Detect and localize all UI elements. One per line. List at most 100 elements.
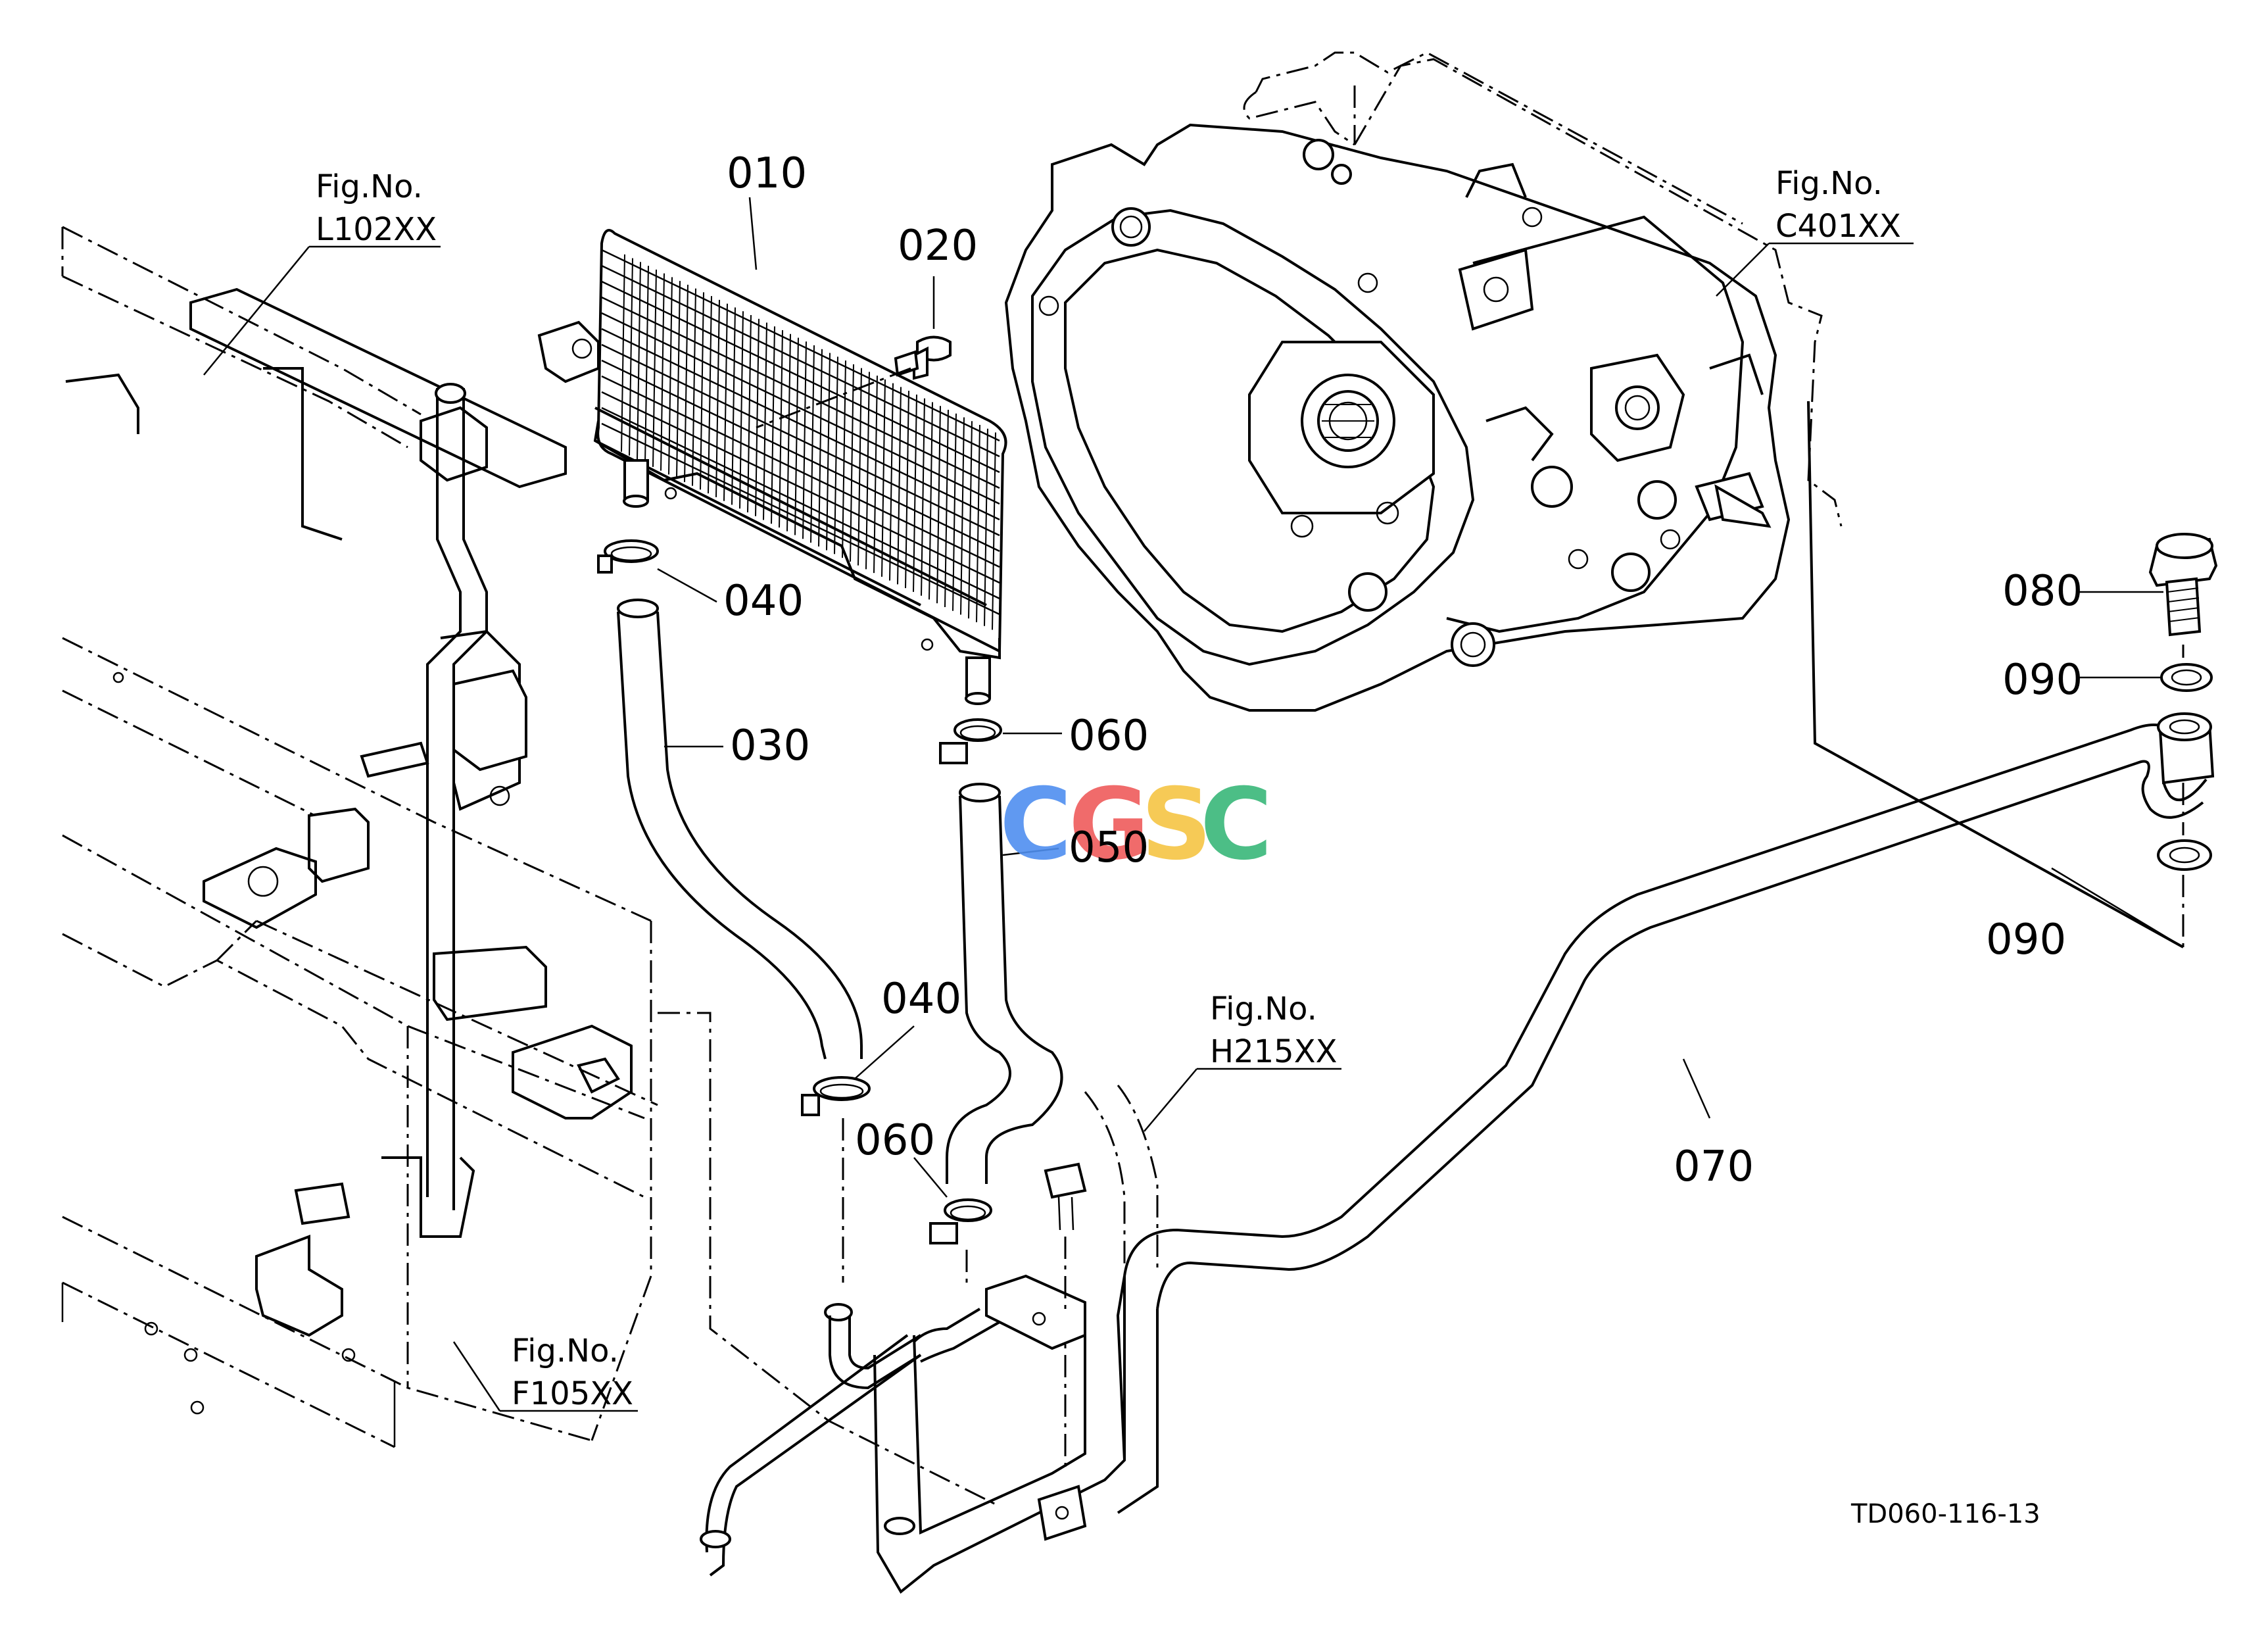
cooler-fin-row bbox=[601, 249, 1000, 442]
cooler-fin-line bbox=[960, 417, 965, 615]
part-label-040-bottom: 040 bbox=[881, 975, 961, 1023]
hose-050 bbox=[946, 783, 1063, 1184]
cooler-fin-row bbox=[601, 264, 1000, 458]
part-label-060-bottom: 060 bbox=[855, 1116, 935, 1165]
part-label-080: 080 bbox=[2002, 567, 2083, 616]
cooler-fin-row bbox=[601, 391, 1000, 584]
cooler-fin-line bbox=[952, 413, 957, 611]
cooler-fin-line bbox=[873, 376, 878, 574]
cooler-fin-line bbox=[921, 398, 925, 596]
banjo-fitting bbox=[2157, 712, 2215, 785]
hose-030 bbox=[617, 599, 863, 1060]
cooler-fin-line bbox=[676, 281, 681, 479]
cooler-fin-line bbox=[747, 314, 752, 512]
part-label-020: 020 bbox=[898, 222, 978, 270]
figure-references: Fig.No. L102XX Fig.No. C401XX Fig.No. H2… bbox=[316, 165, 1901, 1412]
cooler-fin-line bbox=[865, 372, 870, 570]
cooler-fin-line bbox=[621, 254, 625, 452]
watermark-letter-c1: C bbox=[1000, 768, 1072, 882]
leader-lines bbox=[203, 197, 2184, 1412]
watermark-letter-g: G bbox=[1069, 768, 1149, 882]
part-label-050: 050 bbox=[1069, 823, 1149, 872]
cooler-fin-line bbox=[826, 353, 831, 551]
drawing-code: TD060-116-13 bbox=[1850, 1499, 2040, 1529]
part-label-090-top: 090 bbox=[2002, 656, 2083, 704]
cooler-fin-line bbox=[889, 383, 894, 581]
part-label-070: 070 bbox=[1674, 1143, 1754, 1191]
cooler-fin-row bbox=[601, 343, 1000, 537]
part-label-040-top: 040 bbox=[723, 577, 804, 626]
cooler-fin-line bbox=[644, 266, 649, 464]
cooler-fin-line bbox=[881, 379, 886, 577]
cooler-fin-line bbox=[700, 292, 704, 490]
cooler-fin-line bbox=[944, 409, 949, 607]
part-label-010: 010 bbox=[727, 149, 807, 198]
clamp-060-bottom bbox=[929, 1198, 992, 1244]
cooler-fin-line bbox=[905, 391, 909, 589]
banjo-bolt-080 bbox=[2148, 533, 2218, 637]
cooler-fin-line bbox=[810, 345, 815, 543]
cooler-fin-line bbox=[834, 356, 838, 554]
cooler-fin-line bbox=[929, 402, 933, 600]
clamp-060-top bbox=[939, 718, 1002, 764]
cooler-fin-row bbox=[601, 312, 1000, 505]
fig-ref-h215-label: Fig.No. bbox=[1210, 991, 1317, 1027]
watermark-letter-c2: C bbox=[1200, 768, 1272, 882]
cooler-fin-row bbox=[601, 359, 1000, 553]
cooler-fin-line bbox=[715, 299, 720, 497]
cooler-fin-row bbox=[601, 406, 1000, 600]
fig-ref-c401-label: Fig.No. bbox=[1775, 165, 1883, 202]
fig-ref-h215-code: H215XX bbox=[1210, 1033, 1337, 1070]
pipe-070 bbox=[1117, 724, 2208, 1514]
cooler-fin-line bbox=[992, 432, 996, 630]
cooler-fin-row bbox=[601, 280, 1000, 474]
oil-cooler bbox=[593, 229, 1007, 705]
cooler-fin-line bbox=[779, 330, 783, 528]
lower-pipes bbox=[700, 1085, 1159, 1594]
cooler-fin-line bbox=[637, 262, 641, 460]
cooler-fin-line bbox=[723, 303, 728, 501]
cooler-fin-line bbox=[660, 273, 665, 471]
cooler-fin-line bbox=[692, 288, 696, 486]
cooler-fin-row bbox=[601, 422, 1000, 616]
cooler-fin-line bbox=[652, 269, 657, 467]
cooler-fin-line bbox=[755, 318, 760, 516]
cooler-fin-row bbox=[601, 328, 1000, 521]
cooler-fin-row bbox=[601, 375, 1000, 568]
part-label-090-bottom: 090 bbox=[1986, 916, 2066, 964]
cooler-fin-line bbox=[731, 307, 736, 505]
watermark: C G S C bbox=[1000, 768, 1272, 882]
clamp-040-top bbox=[597, 539, 659, 574]
cooler-fin-line bbox=[739, 311, 744, 509]
cooler-fin-line bbox=[850, 364, 854, 562]
part-label-060-top: 060 bbox=[1069, 712, 1149, 760]
cooler-fin-line bbox=[668, 277, 673, 475]
fig-ref-l102-code: L102XX bbox=[316, 211, 437, 248]
cooler-fin-line bbox=[968, 421, 973, 619]
washer-090-bottom bbox=[2157, 839, 2212, 871]
cooler-fin-line bbox=[771, 326, 775, 524]
cooler-fin-line bbox=[786, 333, 791, 531]
cooler-fin-line bbox=[976, 424, 980, 623]
bolt-020 bbox=[894, 335, 952, 380]
washer-090-top bbox=[2160, 663, 2213, 692]
fig-ref-f105-code: F105XX bbox=[512, 1375, 633, 1412]
cooler-fin-line bbox=[794, 337, 799, 535]
cooler-fin-line bbox=[818, 349, 823, 547]
fig-ref-l102-label: Fig.No. bbox=[316, 168, 423, 205]
cooler-fin-line bbox=[857, 368, 862, 566]
frame-assembly bbox=[61, 226, 658, 1448]
clamp-040-bottom bbox=[801, 1076, 871, 1116]
fig-ref-f105-label: Fig.No. bbox=[512, 1333, 619, 1369]
cooler-fin-line bbox=[802, 341, 807, 539]
cooler-fin-line bbox=[708, 296, 712, 494]
transmission-housing bbox=[1004, 51, 1843, 712]
cooler-fin-line bbox=[936, 406, 941, 604]
cooler-fin-line bbox=[684, 284, 688, 482]
cooler-fin-line bbox=[984, 428, 988, 626]
cooler-fin-line bbox=[763, 322, 767, 520]
fig-ref-c401-code: C401XX bbox=[1775, 208, 1901, 245]
cooler-fin-row bbox=[601, 296, 1000, 489]
part-labels: 010 020 040 030 060 050 040 060 070 080 … bbox=[723, 149, 2083, 1191]
